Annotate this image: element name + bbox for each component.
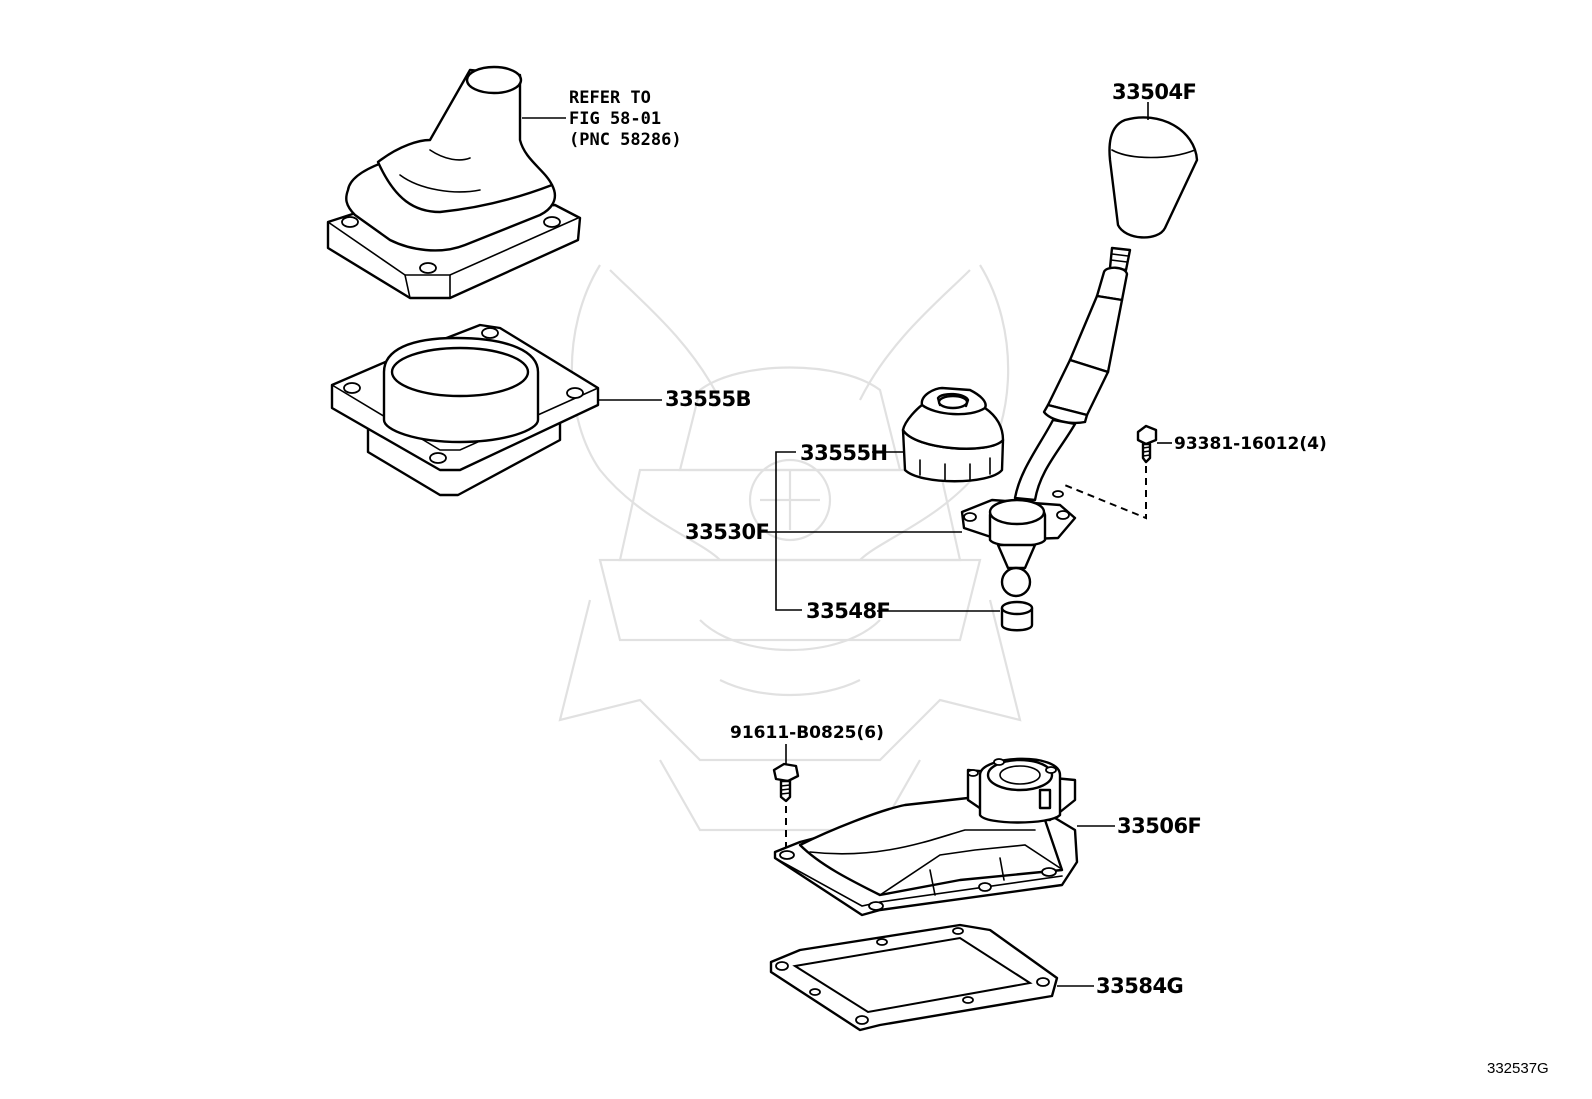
label-33504F: 33504F [1112,80,1196,104]
label-33548F: 33548F [806,599,890,623]
shift-housing [773,757,1115,917]
label-33555B: 33555B [665,387,751,411]
boot-retainer [330,323,662,497]
bolt-housing [772,744,800,850]
group-bracket [775,451,802,611]
figure-id: 332537G [1487,1060,1549,1077]
bolt-lever [1061,424,1172,520]
label-33555H: 33555H [800,441,888,465]
lever-boot [901,386,1005,483]
label-33506F: 33506F [1117,814,1201,838]
label-93381-16012: 93381-16012(4) [1174,434,1327,454]
shift-boot-assembly [326,65,582,300]
gasket [769,923,1094,1032]
label-33584G: 33584G [1096,974,1183,998]
shift-lever [960,246,1132,598]
watermark-emblem [558,264,1022,832]
bushing [1000,600,1034,632]
label-91611-B0825: 91611-B0825(6) [730,723,884,743]
refer-note-line2: FIG 58-01 [569,109,661,129]
refer-note-line1: REFER TO [569,88,651,108]
refer-note-line3: (PNC 58286) [569,130,682,150]
label-33530F: 33530F [685,520,769,544]
shift-knob [1108,102,1199,239]
